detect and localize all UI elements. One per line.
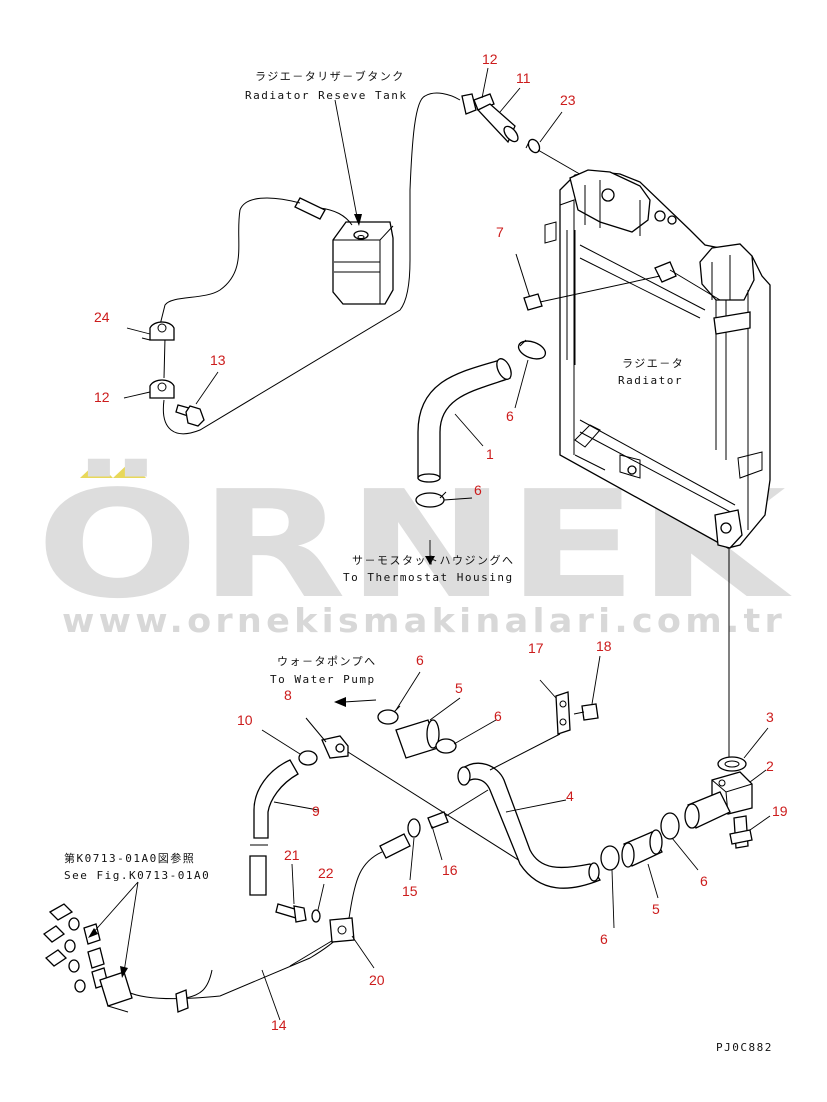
thermostat-label-jp: サ－モスタットハウジングへ [352, 553, 515, 567]
pump-label-en: To Water Pump [270, 673, 376, 686]
callout-4: 4 [566, 788, 574, 804]
see-fig-arrow-1 [88, 928, 98, 938]
callout-5: 5 [652, 901, 660, 917]
nipple-16 [427, 789, 489, 829]
callout-10: 10 [237, 712, 253, 728]
callout-9: 9 [312, 803, 320, 819]
callout-21: 21 [284, 847, 300, 863]
bolt-21 [275, 903, 307, 923]
gasket-3 [717, 756, 747, 772]
clip-20 [329, 917, 355, 943]
callout-19: 19 [772, 803, 788, 819]
watermark-accent-left [80, 462, 113, 478]
callout-7: 7 [496, 224, 504, 240]
radiator [544, 169, 771, 760]
thermostat-label-en: To Thermostat Housing [343, 571, 514, 584]
callout-11: 11 [516, 70, 531, 86]
callout-12: 12 [482, 51, 498, 67]
clamp-15 [407, 818, 421, 838]
hose-5-lower [621, 829, 663, 868]
callout-15: 15 [402, 883, 418, 899]
bolt-13 [175, 404, 205, 427]
hose-5-upper [395, 719, 440, 759]
radiator-label-jp: ラジエ－タ [622, 357, 684, 370]
tank-label-en: Radiator Reseve Tank [245, 89, 407, 102]
overflow-hose [159, 92, 461, 435]
callout-6: 6 [506, 408, 514, 424]
watermark-url: www.ornekismakinalari.com.tr [62, 601, 786, 640]
clip-24 [141, 321, 175, 341]
callout-3: 3 [766, 709, 774, 725]
pump-arrow-head [334, 697, 346, 707]
callouts: 12 11 23 7 24 13 12 6 1 6 6 5 6 17 18 8 … [94, 51, 788, 1033]
callout-18: 18 [596, 638, 612, 654]
callout-6: 6 [700, 873, 708, 889]
tube-11 [476, 103, 519, 144]
callout-1: 1 [486, 446, 494, 462]
callout-2: 2 [766, 758, 774, 774]
callout-6: 6 [416, 652, 424, 668]
clamp-6-lower-right [660, 812, 680, 840]
callout-5: 5 [455, 680, 463, 696]
hose-1 [417, 358, 512, 483]
elbow-8 [305, 717, 349, 759]
callout-6: 6 [474, 482, 482, 498]
callout-13: 13 [210, 352, 226, 368]
callout-23: 23 [560, 92, 576, 108]
drain-fittings [42, 903, 133, 1013]
callout-12: 12 [94, 389, 110, 405]
bolt-19 [729, 815, 753, 849]
clamp-6-upper [517, 339, 547, 360]
clip-12-lower [149, 379, 175, 399]
clamp-23 [525, 138, 541, 154]
radiator-label-en: Radiator [618, 374, 683, 387]
bolt-18 [573, 703, 599, 721]
clip-14 [175, 989, 189, 1013]
watermark-accent-right [113, 462, 146, 478]
washer-22 [311, 909, 321, 923]
callout-6: 6 [494, 708, 502, 724]
see-fig-leaders [91, 881, 139, 973]
clamp-6-pump-a [377, 705, 401, 725]
hose-4 [457, 762, 601, 889]
callout-24: 24 [94, 309, 110, 325]
bracket-17 [489, 691, 571, 771]
tank-label-jp: ラジエ－タリザ－ブタンク [255, 69, 405, 83]
callout-16: 16 [442, 862, 458, 878]
clamp-6-bottom [600, 845, 620, 871]
pipe-2-outlet [684, 791, 731, 829]
pump-arrow-line [343, 699, 377, 703]
leader-lines [123, 67, 771, 1021]
see-fig-label-en: See Fig.K0713-01A0 [64, 869, 210, 882]
reserve-tank [332, 221, 394, 305]
callout-6: 6 [600, 931, 608, 947]
clip-12-upper [461, 93, 495, 115]
see-fig-label-jp: 第K0713-01A0図参照 [64, 851, 195, 865]
see-fig-arrow-2 [120, 966, 128, 978]
hose-9 [249, 759, 299, 896]
feed-line [347, 751, 551, 881]
callout-17: 17 [528, 640, 544, 656]
callout-8: 8 [284, 687, 292, 703]
bolt-7 [515, 253, 661, 311]
callout-14: 14 [271, 1017, 287, 1033]
drawing-code: PJ0C882 [716, 1041, 773, 1054]
callout-22: 22 [318, 865, 334, 881]
clamp-10 [298, 750, 318, 766]
clamp-6-pump-b [435, 738, 457, 754]
thermostat-arrow-head [425, 556, 435, 565]
callout-20: 20 [369, 972, 385, 988]
pump-label-jp: ウォ－タポンプへ [277, 655, 377, 668]
